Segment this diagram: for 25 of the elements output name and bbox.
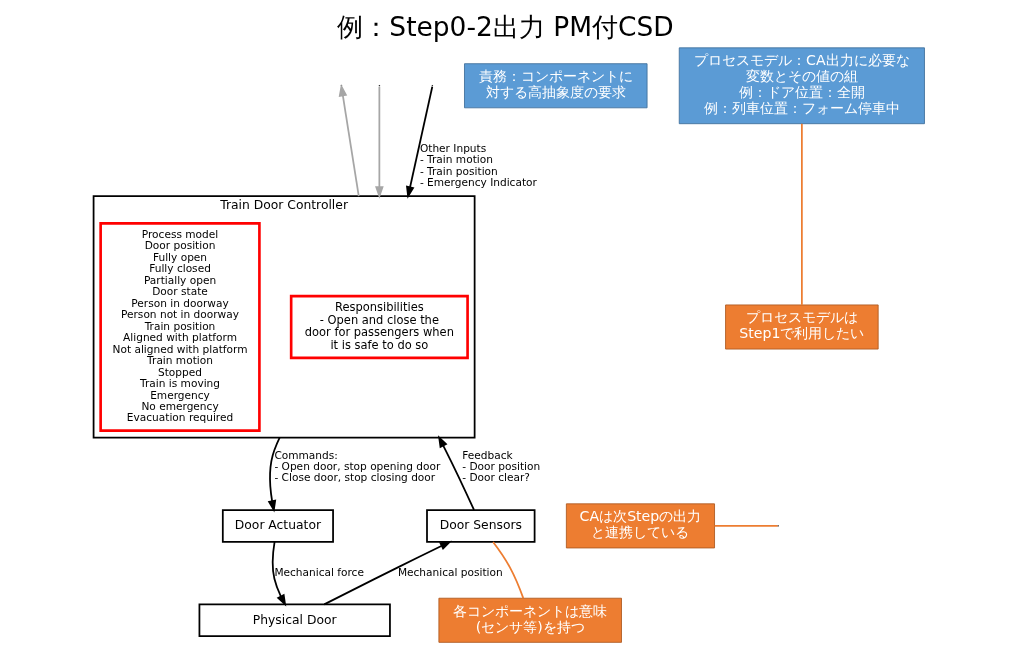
arrow bbox=[267, 436, 281, 513]
arrow bbox=[323, 540, 453, 606]
arrow bbox=[438, 435, 475, 511]
edge-label: Commands: - Open door, stop opening door - Close door, stop closing door bbox=[274, 448, 441, 484]
arrow bbox=[375, 85, 384, 199]
node-box: Process model Door position Fully open Fully closed Partially open Door state Person in doorway Person not in doorway Train position Aligned with platform Not aligned with platform Train motion Stopped Train is moving Emergency No emergency Evacuation required bbox=[99, 222, 261, 432]
diagram-title: 例：Step0-2出力 PM付CSD bbox=[337, 11, 674, 43]
connector bbox=[492, 541, 525, 599]
node-box: Door Actuator bbox=[221, 509, 334, 543]
connector bbox=[713, 525, 779, 527]
node-box: 各コンポーネントは意味(センサ等)を持つ bbox=[438, 597, 622, 643]
node-box: CAは次Stepの出力と連携している bbox=[565, 503, 715, 549]
node-box: Responsibilities - Open and close the door for passengers when it is safe to do so bbox=[289, 294, 469, 360]
edge-label: Feedback - Door position - Door clear? bbox=[462, 448, 541, 484]
arrow bbox=[271, 540, 287, 607]
node-box: プロセスモデル：CA出力に必要な変数とその値の組 例：ドア位置：全開 例：列車位置：フォーム停車中 bbox=[678, 47, 925, 125]
connector bbox=[801, 122, 803, 306]
node-box: 責務：コンポーネントに対する高抽象度の要求 bbox=[464, 63, 648, 109]
node-box: Physical Door bbox=[198, 603, 391, 638]
edge-label: Mechanical force bbox=[274, 565, 364, 578]
node-box: Door Sensors bbox=[426, 509, 536, 543]
arrow bbox=[406, 85, 434, 199]
edge-label: Mechanical position bbox=[397, 565, 503, 578]
node-box: プロセスモデルはStep1で利用したい bbox=[725, 304, 879, 350]
edge-label: Other Inputs - Train motion - Train position - Emergency Indicator bbox=[419, 141, 537, 188]
